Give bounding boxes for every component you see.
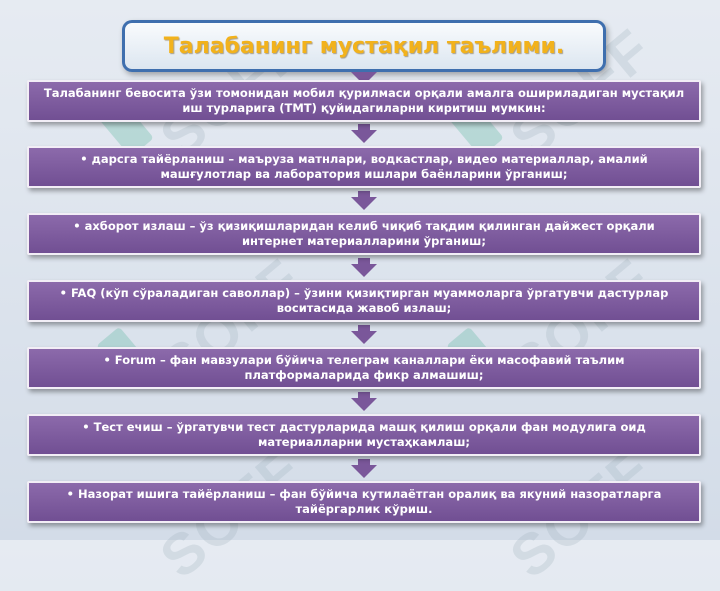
item-box-information-search: • ахборот излаш – ўз қизиқишларидан кели… bbox=[27, 213, 701, 255]
arrow-down-icon bbox=[351, 398, 377, 411]
arrow-down-icon bbox=[351, 331, 377, 344]
item-box-forum: • Forum – фан мавзулари бўйича телеграм … bbox=[27, 347, 701, 389]
item-text: • Назорат ишига тайёрланиш – фан бўйича … bbox=[66, 487, 662, 516]
intro-text: Талабанинг бевосита ўзи томонидан мобил … bbox=[43, 86, 685, 115]
arrow-down-icon bbox=[351, 197, 377, 210]
connector-stem bbox=[358, 191, 370, 199]
arrow-down-icon bbox=[351, 465, 377, 478]
item-text: • Forum – фан мавзулари бўйича телеграм … bbox=[103, 353, 625, 382]
item-box-control-preparation: • Назорат ишига тайёрланиш – фан бўйича … bbox=[27, 481, 701, 523]
connector-stem bbox=[358, 459, 370, 467]
item-box-test-solving: • Тест ечиш – ўргатувчи тест дастурларид… bbox=[27, 414, 701, 456]
item-text: • дарсга тайёрланиш – маъруза матнлари, … bbox=[80, 152, 648, 181]
connector-stem bbox=[358, 258, 370, 266]
item-box-faq: • FAQ (кўп сўраладиган саволлар) – ўзини… bbox=[27, 280, 701, 322]
item-box-lesson-preparation: • дарсга тайёрланиш – маъруза матнлари, … bbox=[27, 146, 701, 188]
item-text: • Тест ечиш – ўргатувчи тест дастурларид… bbox=[82, 420, 646, 449]
arrow-down-icon bbox=[351, 264, 377, 277]
item-text: • ахборот излаш – ўз қизиқишларидан кели… bbox=[73, 219, 655, 248]
connector-stem bbox=[358, 392, 370, 400]
title-box: Талабанинг мустақил таълими. bbox=[122, 20, 606, 72]
connector-stem bbox=[358, 124, 370, 132]
connector-stem bbox=[358, 325, 370, 333]
arrow-down-icon bbox=[351, 130, 377, 143]
diagram-title: Талабанинг мустақил таълими. bbox=[163, 33, 565, 59]
intro-box: Талабанинг бевосита ўзи томонидан мобил … bbox=[27, 80, 701, 122]
item-text: • FAQ (кўп сўраладиган саволлар) – ўзини… bbox=[59, 286, 669, 315]
